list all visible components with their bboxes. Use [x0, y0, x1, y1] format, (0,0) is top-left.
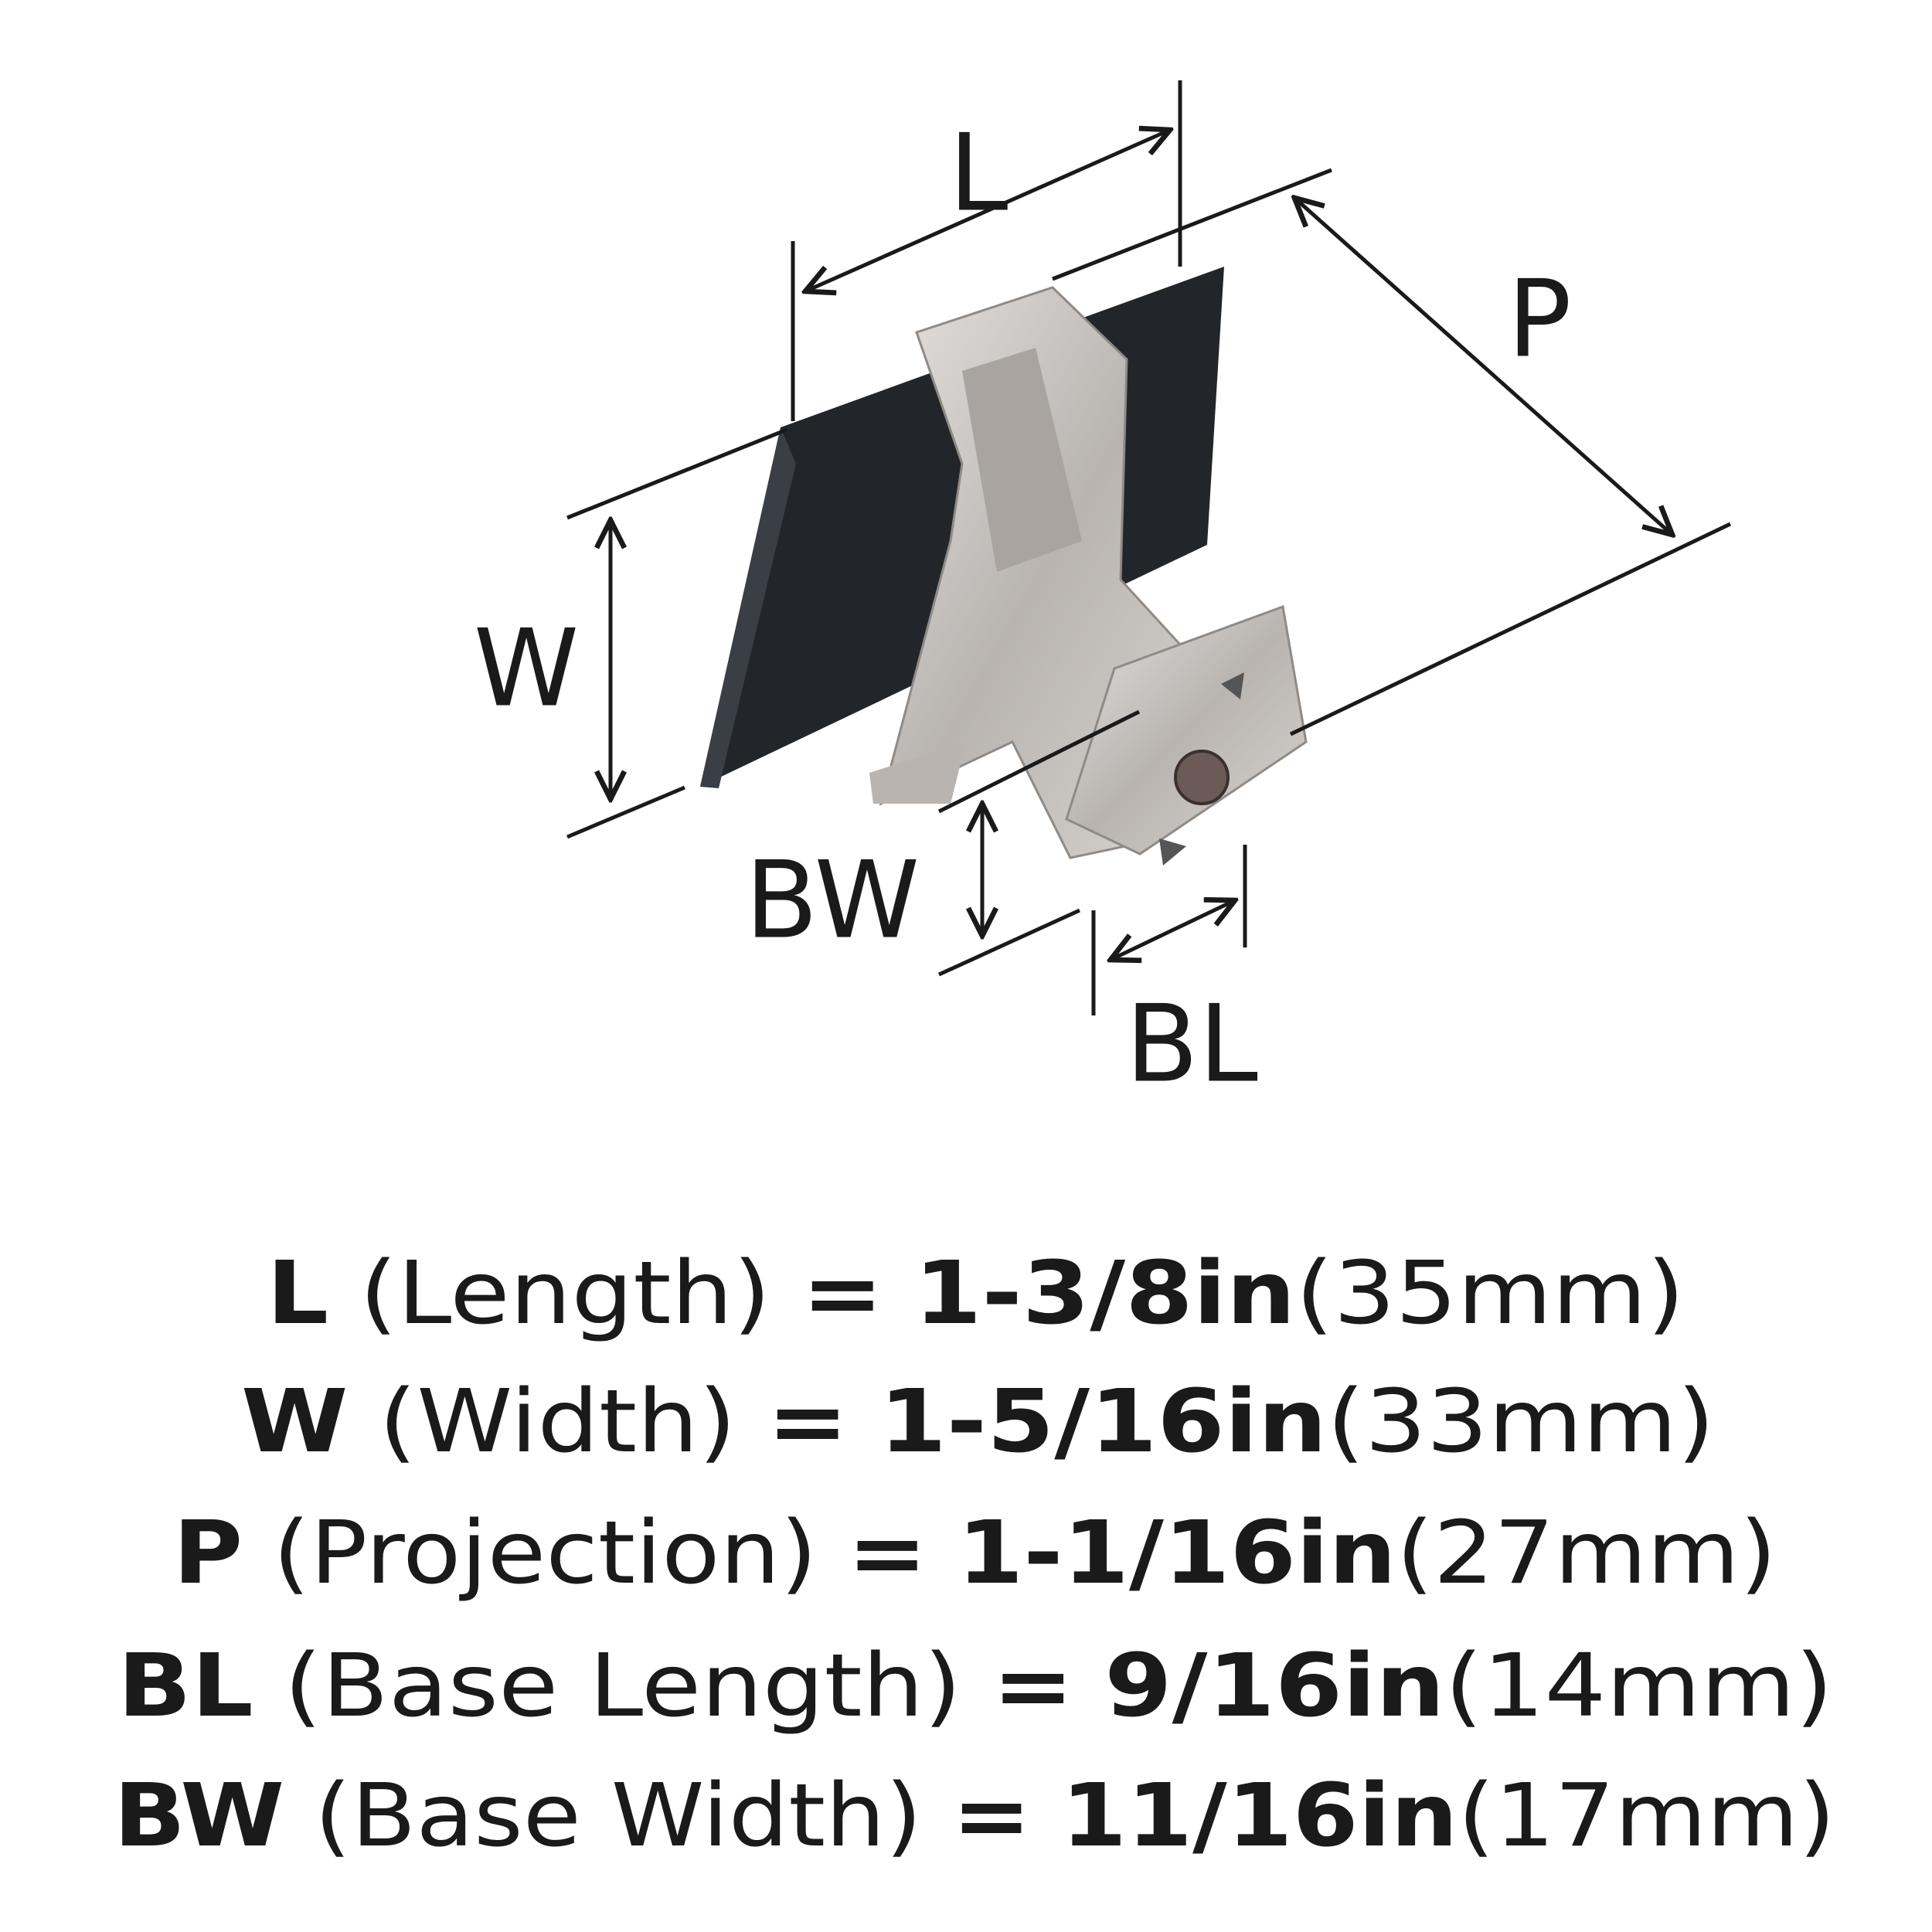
label-base-length: BL [1125, 982, 1258, 1107]
label-projection: P [1507, 257, 1571, 382]
screw-hole [1174, 750, 1230, 805]
pin-bottom [1159, 838, 1186, 866]
label-base-width: BW [745, 838, 920, 963]
spec-line-length: L (Length) = 1-3/8in(35mm) [267, 1243, 1685, 1344]
plate-edge [700, 427, 796, 788]
spec-list: L (Length) = 1-3/8in(35mm) W (Width) = 1… [114, 1243, 1835, 1866]
dimension-lines [566, 80, 1732, 1015]
spec-line-width: W (Width) = 1-5/16in(33mm) [241, 1372, 1715, 1472]
spec-line-base-length: BL (Base Length) = 9/16in(14mm) [117, 1636, 1833, 1736]
label-length: L [949, 111, 1009, 236]
knob-inner [962, 348, 1082, 572]
knob-product [700, 267, 1308, 866]
label-width: W [474, 607, 579, 731]
spec-line-base-width: BW (Base Width) = 11/16in(17mm) [114, 1766, 1835, 1866]
pin-top [1221, 672, 1244, 699]
plate-bottom-lip [869, 742, 966, 804]
spec-line-projection: P (Projection) = 1-1/16in(27mm) [173, 1503, 1777, 1604]
knob-base [1065, 604, 1308, 855]
